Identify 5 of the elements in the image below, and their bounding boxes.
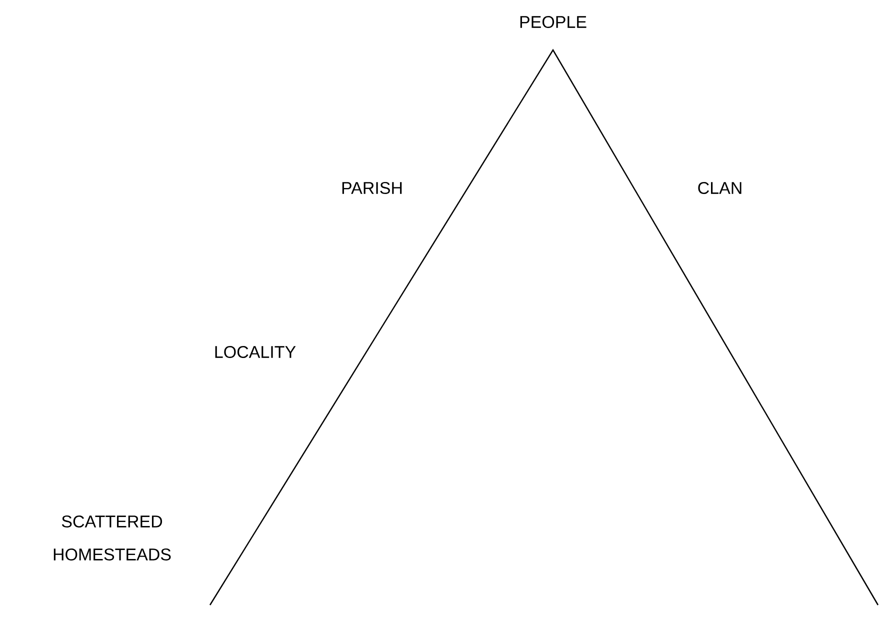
label: LOCALITY: [215, 346, 296, 358]
label: PEOPLE: [520, 16, 586, 28]
label: SCATTERED HOMESTEADS: [54, 515, 171, 561]
label: CLAN: [698, 182, 742, 194]
label: PARISH: [342, 182, 402, 194]
